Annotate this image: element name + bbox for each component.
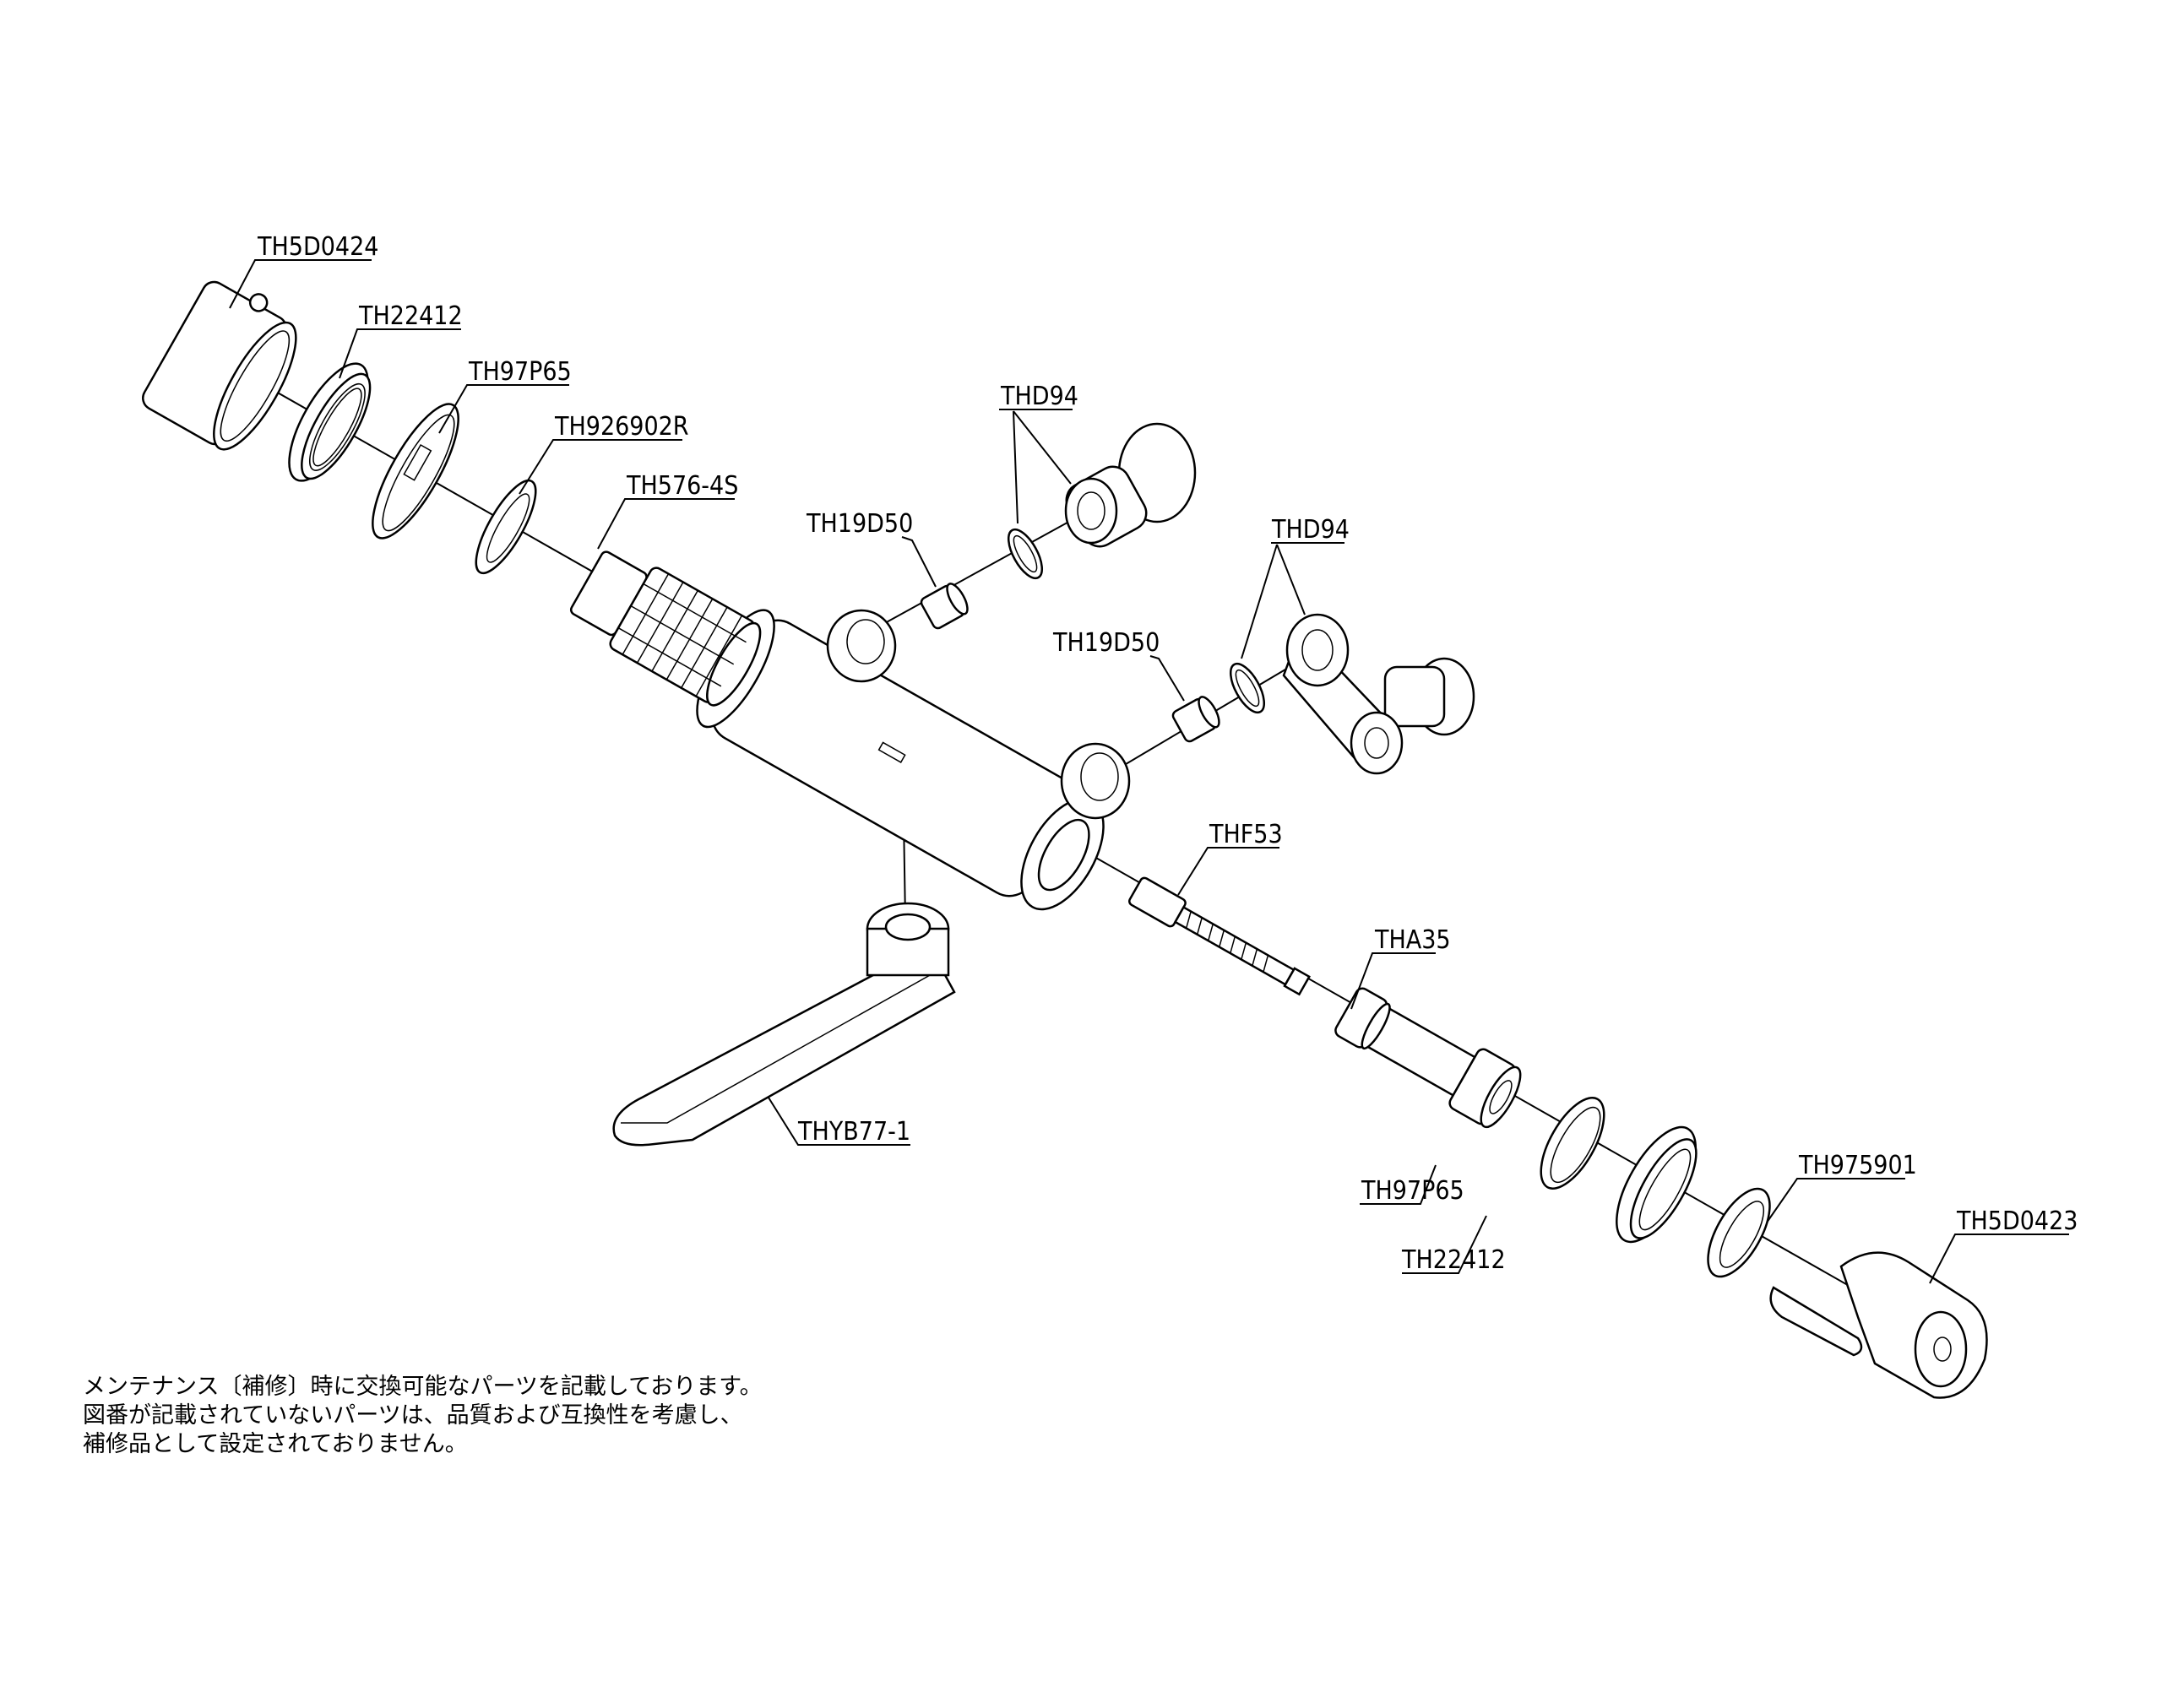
- label-nut-right[interactable]: TH22412: [1401, 1215, 1506, 1275]
- part-number-text: TH22412: [358, 301, 463, 331]
- label-stopper-right[interactable]: TH975901: [1766, 1151, 1917, 1223]
- part-number-text: THF53: [1209, 820, 1283, 849]
- label-spout[interactable]: THYB77-1: [768, 1097, 910, 1147]
- part-number-text: TH97P65: [1361, 1176, 1464, 1206]
- label-ring-right[interactable]: TH97P65: [1360, 1164, 1464, 1206]
- part-number-text: TH576-4S: [626, 471, 738, 501]
- note-line: 図番が記載されていないパーツは、品質および互換性を考慮し、: [83, 1402, 743, 1429]
- label-ring-left[interactable]: TH97P65: [438, 357, 572, 434]
- note-line: 補修品として設定されておりません。: [83, 1431, 468, 1457]
- stopper-right-part: [1707, 1187, 1771, 1278]
- part-number-text: THA35: [1374, 925, 1451, 955]
- body-inlet-nut-upper: [826, 609, 897, 683]
- label-packing-upper[interactable]: THD94: [999, 382, 1078, 524]
- part-labels: TH5D0424 TH22412 TH97P65 TH926902R TH576…: [229, 232, 2078, 1284]
- spindle-part: [1128, 876, 1311, 996]
- part-number-text: THD94: [1271, 515, 1350, 545]
- part-number-text: TH975901: [1798, 1151, 1917, 1180]
- label-nut-left[interactable]: TH22412: [339, 301, 463, 379]
- label-strainer-upper[interactable]: TH19D50: [806, 509, 937, 588]
- part-number-text: TH19D50: [1052, 628, 1160, 658]
- part-number-text: THD94: [1000, 382, 1078, 411]
- stopper-left-part: [475, 479, 537, 575]
- part-number-text: TH5D0424: [257, 232, 378, 262]
- label-strainer-lower[interactable]: TH19D50: [1052, 628, 1185, 702]
- part-number-text: TH926902R: [554, 412, 689, 442]
- label-switch-valve[interactable]: THA35: [1350, 925, 1451, 1010]
- cartridge-part: [569, 550, 762, 707]
- nut-right-part: [1616, 1125, 1698, 1244]
- part-number-text: THYB77-1: [797, 1117, 910, 1147]
- packing-upper-part: [1007, 528, 1044, 580]
- part-number-text: TH19D50: [806, 509, 913, 539]
- cap-left-part: [142, 280, 297, 451]
- ring-right-part: [1540, 1097, 1605, 1190]
- elbow-upper-part: [1064, 422, 1197, 548]
- label-stopper-left[interactable]: TH926902R: [519, 412, 689, 495]
- label-cartridge[interactable]: TH576-4S: [597, 471, 738, 550]
- label-packing-lower[interactable]: THD94: [1241, 515, 1350, 659]
- strainer-lower-part: [1171, 696, 1220, 743]
- label-handle-right[interactable]: TH5D0423: [1929, 1206, 2078, 1284]
- note-line: メンテナンス〔補修〕時に交換可能なパーツを記載しております。: [83, 1374, 763, 1400]
- label-spindle[interactable]: THF53: [1177, 820, 1283, 896]
- handle-right-part: [1769, 1251, 1988, 1399]
- packing-lower-part: [1229, 662, 1266, 714]
- ring-left-part: [372, 403, 459, 540]
- maintenance-note: メンテナンス〔補修〕時に交換可能なパーツを記載しております。 図番が記載されてい…: [83, 1373, 763, 1459]
- spout-part: [612, 902, 956, 1147]
- nut-left-part: [288, 362, 372, 482]
- switch-valve-part: [1334, 987, 1522, 1129]
- label-cap-left[interactable]: TH5D0424: [229, 232, 378, 309]
- part-number-text: TH22412: [1401, 1245, 1506, 1275]
- elbow-lower-part: [1282, 613, 1475, 775]
- part-number-text: TH5D0423: [1956, 1206, 2078, 1236]
- part-number-text: TH97P65: [468, 357, 572, 387]
- body-inlet-nut-lower: [1060, 742, 1131, 820]
- strainer-upper-part: [920, 583, 969, 630]
